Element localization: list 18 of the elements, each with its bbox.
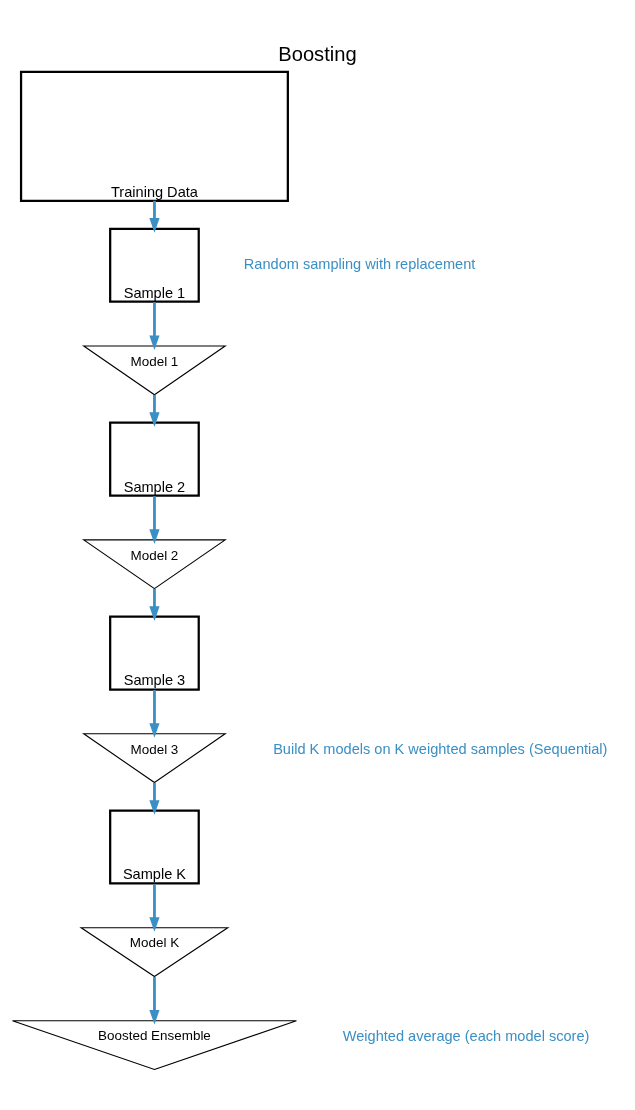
arrow [149,782,160,815]
arrow [149,302,160,350]
label: Weighted average (each model score) [342,1027,590,1044]
diagram-title: Boosting [278,43,357,66]
node-box: Training Data [19,70,289,202]
node-box: Sample K [109,809,200,885]
node-box: Sample 1 [109,227,200,303]
arrow [149,394,160,427]
arrow [149,976,160,1025]
node-box: Sample 2 [109,421,200,497]
label: Random sampling with replacement [243,256,476,273]
label: Build K models on K weighted samples (Sequential) [273,740,608,757]
arrow [149,496,160,544]
arrow [149,690,160,738]
arrow [149,883,160,932]
arrow [149,588,160,621]
node-box: Sample 3 [109,615,200,691]
arrow [149,200,160,233]
